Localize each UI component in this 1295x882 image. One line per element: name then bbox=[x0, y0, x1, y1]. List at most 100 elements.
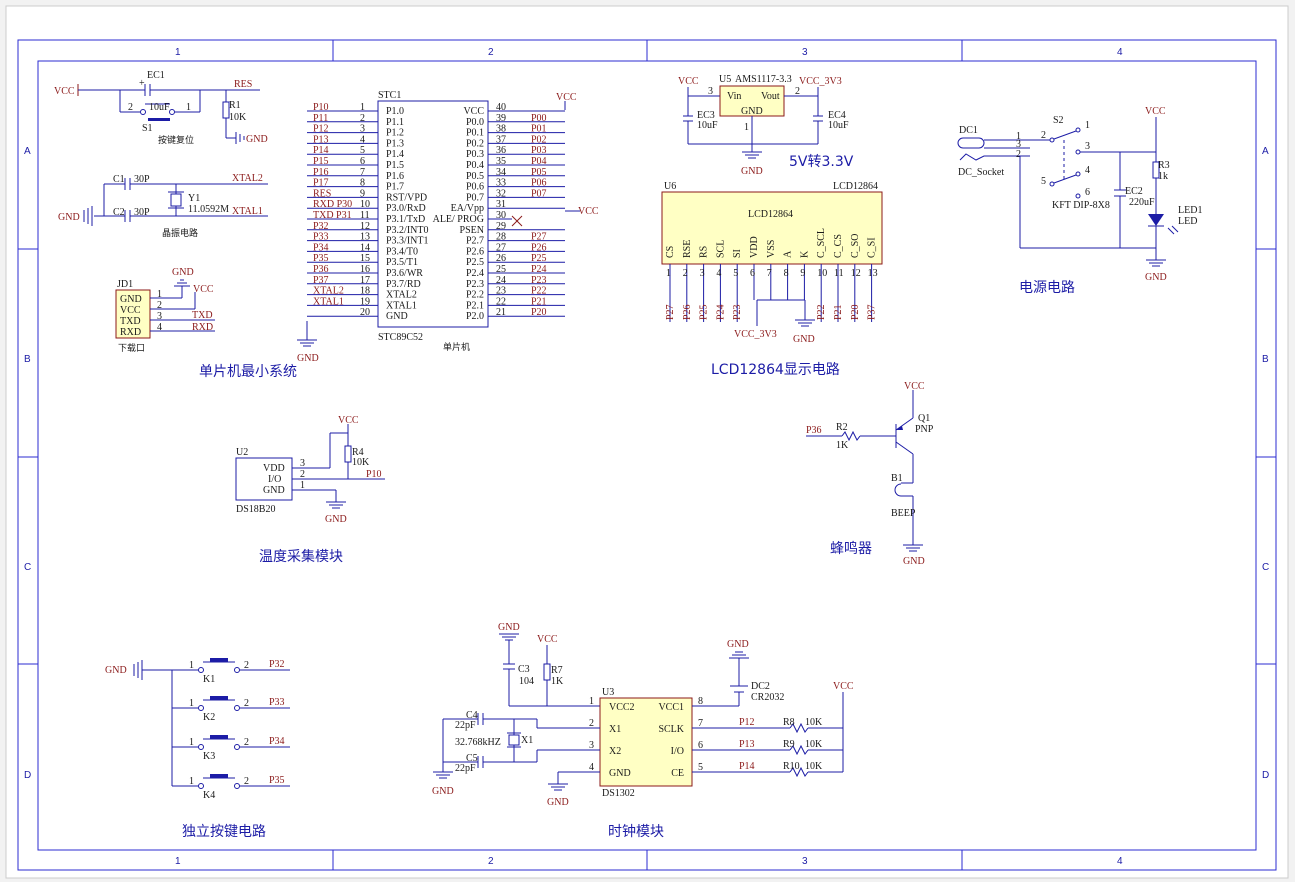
dc2-value: CR2032 bbox=[751, 692, 784, 703]
lcd-pin-name: C_SO bbox=[850, 234, 861, 258]
lcd12864-module: U6 LCD12864 LCD12864 VCC_3V3 GND CS1P27R… bbox=[661, 181, 883, 345]
net-vcc: VCC bbox=[556, 92, 577, 103]
u3-pin-num: 3 bbox=[589, 740, 594, 751]
c3-ref: C3 bbox=[518, 664, 530, 675]
col-label: 4 bbox=[1117, 856, 1123, 867]
key-pin: 2 bbox=[244, 660, 249, 671]
stc-pin-num: 34 bbox=[496, 167, 506, 178]
stc-pin-num: 37 bbox=[496, 134, 506, 145]
lcd-pin-num: 11 bbox=[834, 268, 844, 279]
ec4-ref: EC4 bbox=[828, 110, 846, 121]
stc-pin-name: P3.1/TxD bbox=[386, 214, 425, 225]
r2-value: 1K bbox=[836, 440, 849, 451]
ec1-ref: EC1 bbox=[147, 70, 165, 81]
col-label: 4 bbox=[1117, 47, 1123, 58]
stc-pin-name: P0.4 bbox=[466, 160, 484, 171]
net-p36: P36 bbox=[806, 425, 822, 436]
lcd-pin-num: 7 bbox=[767, 268, 772, 279]
net-res: RES bbox=[234, 79, 252, 90]
stc-net-label: P22 bbox=[531, 286, 547, 297]
stc-net-label: P26 bbox=[531, 242, 547, 253]
row-label: D bbox=[1262, 770, 1269, 781]
u3-pin-name: X2 bbox=[609, 746, 621, 757]
stc-pin-num: 7 bbox=[360, 167, 365, 178]
c4-ref: C4 bbox=[466, 710, 478, 721]
net-vcc: VCC bbox=[537, 634, 558, 645]
title-clock: 时钟模块 bbox=[608, 823, 664, 840]
row-label: A bbox=[1262, 146, 1269, 157]
stc-pin-name: P0.0 bbox=[466, 117, 484, 128]
row-label: B bbox=[24, 354, 31, 365]
ec1-value: 10uF bbox=[149, 102, 170, 113]
key-ref: K1 bbox=[203, 674, 215, 685]
stc-pin-num: 13 bbox=[360, 232, 370, 243]
u6-ref: U6 bbox=[664, 181, 676, 192]
stc-pin-name: ALE/ PROG bbox=[433, 214, 484, 225]
lcd-pin-num: 5 bbox=[733, 268, 738, 279]
stc-pin-num: 1 bbox=[360, 102, 365, 113]
title-keys: 独立按键电路 bbox=[182, 824, 266, 840]
stc-net-label: P32 bbox=[313, 221, 329, 232]
stc-net-label: P15 bbox=[313, 156, 329, 167]
download-port-jd1: JD1 GND VCC TXD RXD 1 2 3 4 GND VCC TXD … bbox=[115, 267, 215, 354]
stc-pin-name: RST/VPD bbox=[386, 192, 427, 203]
net-gnd: GND bbox=[547, 797, 569, 808]
reg-pin: 3 bbox=[708, 86, 713, 97]
stc-pin-num: 38 bbox=[496, 124, 506, 135]
lcd-pin-num: 8 bbox=[784, 268, 789, 279]
lcd-pin-name: RSE bbox=[682, 240, 693, 258]
u3-pin-num: 7 bbox=[698, 718, 703, 729]
net-vcc33: VCC_3V3 bbox=[734, 329, 777, 340]
stc-net-label: P21 bbox=[531, 296, 547, 307]
net-gnd: GND bbox=[246, 134, 268, 145]
row-label: A bbox=[24, 146, 31, 157]
jd1-num: 3 bbox=[157, 311, 162, 322]
stc-pin-num: 10 bbox=[360, 199, 370, 210]
stc-pin-num: 30 bbox=[496, 210, 506, 221]
lcd-pin-name: SCL bbox=[715, 240, 726, 258]
resistor-ref: R8 bbox=[783, 717, 795, 728]
stc-net-label: TXD P31 bbox=[313, 210, 352, 221]
col-label: 1 bbox=[175, 856, 181, 867]
stc-pin-name: P3.7/RD bbox=[386, 279, 421, 290]
stc-pin-num: 6 bbox=[360, 156, 365, 167]
u3-name: DS1302 bbox=[602, 788, 635, 799]
stc-net-label: P04 bbox=[531, 156, 547, 167]
lcd-pin-num: 13 bbox=[868, 268, 878, 279]
c5-ref: C5 bbox=[466, 753, 478, 764]
net-gnd: GND bbox=[172, 267, 194, 278]
stc-pin-num: 39 bbox=[496, 113, 506, 124]
s2-ref: S2 bbox=[1053, 115, 1064, 126]
stc-pin-num: 35 bbox=[496, 156, 506, 167]
dc1-pin: 3 bbox=[1016, 139, 1021, 150]
dc1-pin: 1 bbox=[1016, 131, 1021, 142]
stc-net-label: P35 bbox=[313, 253, 329, 264]
stc-pin-name: P2.6 bbox=[466, 246, 484, 257]
lcd-pin-name: CS bbox=[665, 246, 676, 258]
col-label: 2 bbox=[488, 856, 494, 867]
lcd-pin-name: A bbox=[783, 250, 794, 258]
stc-pin-name: VCC bbox=[463, 106, 484, 117]
u2-num: 3 bbox=[300, 458, 305, 469]
c2-ref: C2 bbox=[113, 207, 125, 218]
stc-net-label: P07 bbox=[531, 188, 547, 199]
lcd-net-label: P27 bbox=[665, 304, 676, 320]
net-xtal1: XTAL1 bbox=[232, 206, 263, 217]
dc2-ref: DC2 bbox=[751, 681, 770, 692]
u3-net-label: P14 bbox=[739, 761, 755, 772]
stc-pin-num: 19 bbox=[360, 296, 370, 307]
lcd-pin-name: C_SI bbox=[867, 237, 878, 258]
net-vcc: VCC bbox=[54, 86, 75, 97]
col-label: 2 bbox=[488, 47, 494, 58]
row-label: C bbox=[24, 562, 31, 573]
ec3-ref: EC3 bbox=[697, 110, 715, 121]
stc-net-label: P37 bbox=[313, 275, 329, 286]
net-vcc: VCC bbox=[578, 206, 599, 217]
lcd-inner: LCD12864 bbox=[748, 209, 793, 220]
lcd-net-label: P20 bbox=[850, 304, 861, 320]
x1-ref: X1 bbox=[521, 735, 533, 746]
q1-ref: Q1 bbox=[918, 413, 930, 424]
stc-pin-num: 36 bbox=[496, 145, 506, 156]
stc-pin-num: 8 bbox=[360, 178, 365, 189]
